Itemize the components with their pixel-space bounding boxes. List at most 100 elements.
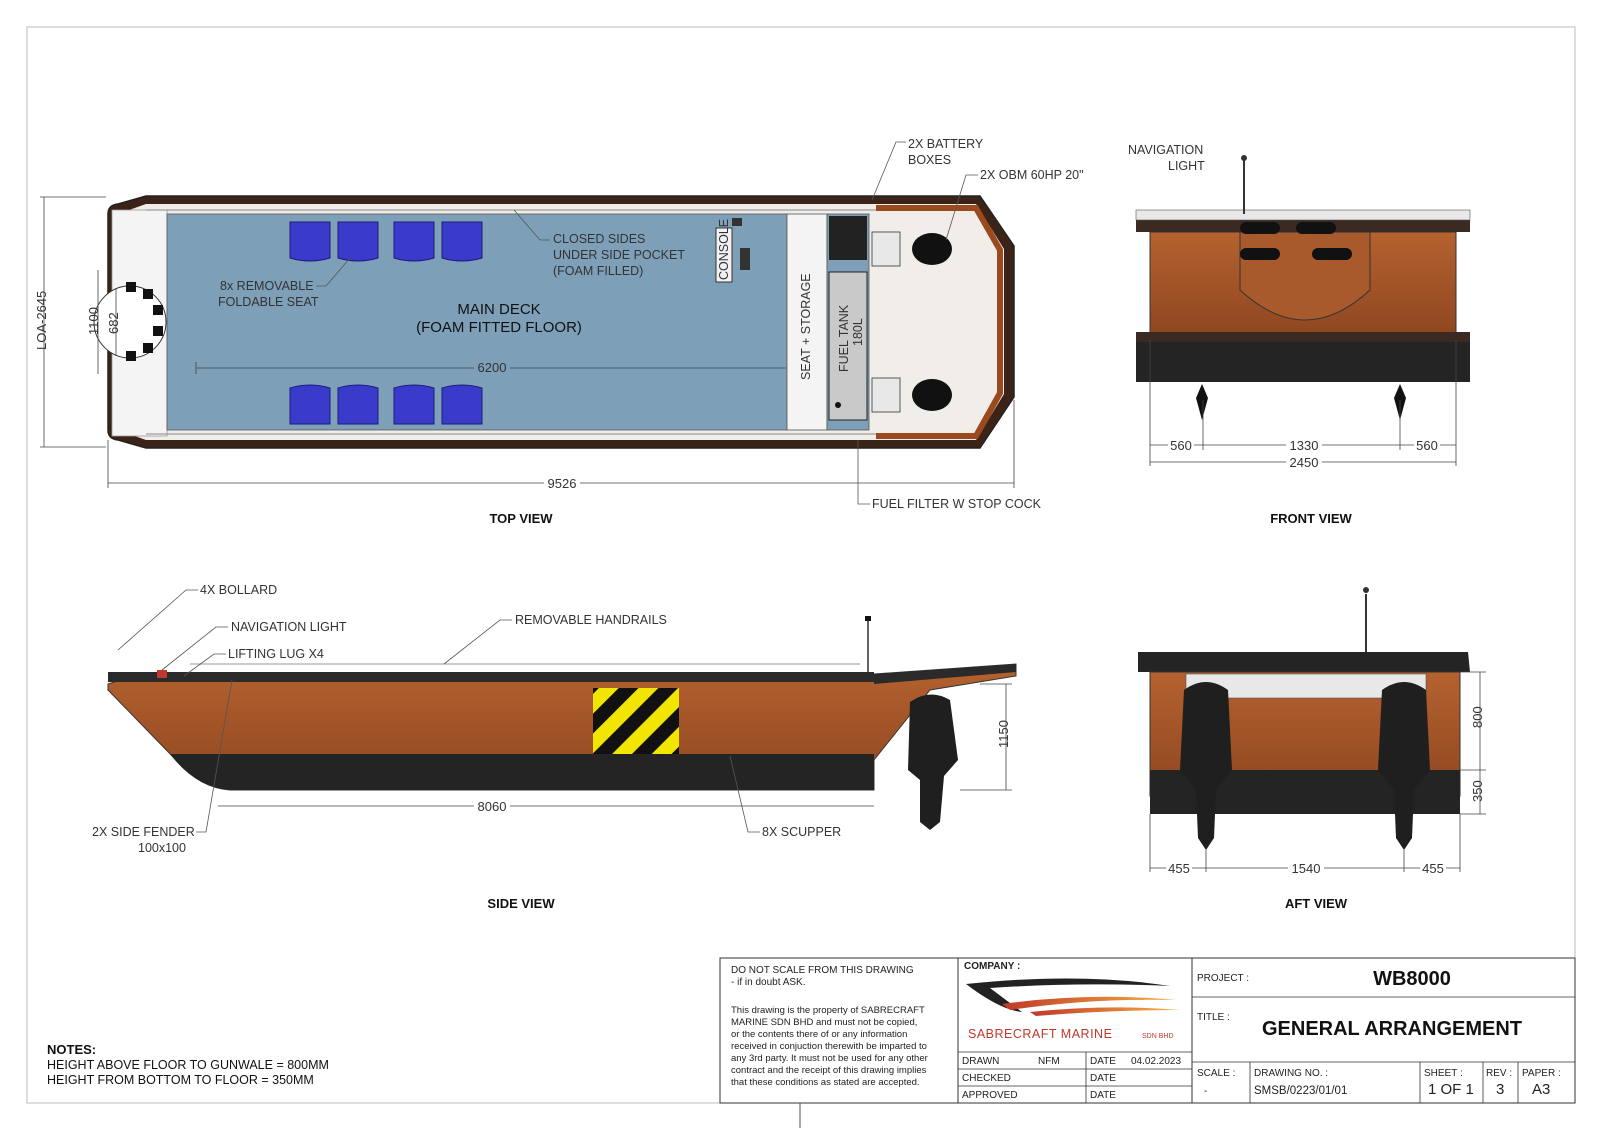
top-view: CONSOLE 2X BATTERY BOXES 2X OBM 60HP 20"… — [34, 137, 1084, 526]
svg-text:or the contents there of or an: or the contents there of or any informat… — [731, 1029, 907, 1040]
svg-text:COMPANY :: COMPANY : — [964, 961, 1020, 972]
svg-text:1100: 1100 — [86, 307, 101, 335]
svg-text:HEIGHT ABOVE FLOOR TO GUNWALE: HEIGHT ABOVE FLOOR TO GUNWALE = 800MM — [47, 1058, 329, 1072]
svg-text:This drawing is the property o: This drawing is the property of SABRECRA… — [731, 1005, 925, 1016]
svg-text:PROJECT :: PROJECT : — [1197, 973, 1249, 984]
svg-text:DO NOT SCALE FROM THIS DRAWING: DO NOT SCALE FROM THIS DRAWING — [731, 965, 914, 976]
svg-text:DATE: DATE — [1090, 1090, 1116, 1101]
svg-text:LOA-2645: LOA-2645 — [34, 291, 49, 350]
svg-text:560: 560 — [1416, 438, 1438, 453]
svg-text:8X SCUPPER: 8X SCUPPER — [762, 825, 841, 839]
svg-text:100x100: 100x100 — [138, 841, 186, 855]
svg-text:NFM: NFM — [1038, 1056, 1060, 1067]
aft-view: 800 350 455 1540 455 AFT VIEW — [1138, 587, 1486, 911]
battery-boxes — [829, 216, 867, 260]
svg-text:CHECKED: CHECKED — [962, 1073, 1011, 1084]
svg-text:NOTES:: NOTES: — [47, 1042, 96, 1057]
svg-text:455: 455 — [1168, 861, 1190, 876]
front-lower-hull — [1136, 338, 1470, 382]
top-transom-frame — [876, 205, 1003, 439]
aft-outboard-engines — [1180, 682, 1430, 850]
console — [715, 227, 733, 283]
svg-text:350: 350 — [1470, 780, 1485, 802]
svg-text:contract and the receipt of th: contract and the receipt of this drawing… — [731, 1065, 927, 1076]
svg-text:CONSOLE: CONSOLE — [717, 219, 731, 280]
company-logo — [966, 978, 1180, 1016]
svg-text:8x REMOVABLE: 8x REMOVABLE — [220, 279, 314, 293]
svg-text:GENERAL ARRANGEMENT: GENERAL ARRANGEMENT — [1262, 1018, 1522, 1040]
svg-text:(FOAM FILLED): (FOAM FILLED) — [553, 264, 643, 278]
svg-text:2X OBM 60HP 20": 2X OBM 60HP 20" — [980, 168, 1084, 182]
svg-text:TOP VIEW: TOP VIEW — [489, 511, 553, 526]
svg-text:HEIGHT FROM BOTTOM TO FLOOR =: HEIGHT FROM BOTTOM TO FLOOR = 350MM — [47, 1073, 314, 1087]
svg-text:455: 455 — [1422, 861, 1444, 876]
svg-text:any 3rd party. It must not be: any 3rd party. It must not be used for a… — [731, 1053, 928, 1064]
svg-text:DATE: DATE — [1090, 1056, 1116, 1067]
sheet-border — [26, 26, 1576, 1104]
svg-text:that these conditions as state: that these conditions as stated are acce… — [731, 1077, 920, 1088]
svg-text:560: 560 — [1170, 438, 1192, 453]
svg-text:4X BOLLARD: 4X BOLLARD — [200, 583, 277, 597]
svg-text:received in conjuction therewi: received in conjuction therewith be impa… — [731, 1041, 927, 1052]
seats-bottom-row — [289, 384, 483, 425]
svg-text:TITLE :: TITLE : — [1197, 1012, 1230, 1023]
svg-text:-: - — [1204, 1086, 1207, 1097]
svg-text:1330: 1330 — [1290, 438, 1319, 453]
notes: NOTES: HEIGHT ABOVE FLOOR TO GUNWALE = 8… — [47, 1042, 329, 1087]
svg-text:A3: A3 — [1532, 1081, 1550, 1098]
svg-text:UNDER SIDE POCKET: UNDER SIDE POCKET — [553, 248, 685, 262]
svg-text:NAVIGATION: NAVIGATION — [1128, 143, 1203, 157]
bow-ramp-hinge — [93, 282, 167, 361]
hazard-stripes — [593, 688, 679, 754]
side-lower-hull — [170, 754, 874, 790]
seat-storage-box — [786, 213, 828, 431]
svg-text:FUEL TANK: FUEL TANK — [837, 304, 851, 372]
side-view: 4X BOLLARD NAVIGATION LIGHT LIFTING LUG … — [92, 583, 1017, 911]
svg-text:MAIN DECK: MAIN DECK — [457, 301, 540, 318]
svg-text:800: 800 — [1470, 706, 1485, 728]
svg-text:APPROVED: APPROVED — [962, 1090, 1018, 1101]
svg-text:6200: 6200 — [478, 360, 507, 375]
svg-text:1540: 1540 — [1292, 861, 1321, 876]
svg-text:1150: 1150 — [996, 720, 1011, 748]
svg-text:FUEL FILTER W STOP COCK: FUEL FILTER W STOP COCK — [872, 497, 1042, 511]
svg-text:(FOAM FITTED FLOOR): (FOAM FITTED FLOOR) — [416, 319, 582, 336]
svg-text:SMSB/0223/01/01: SMSB/0223/01/01 — [1254, 1085, 1347, 1097]
svg-text:WB8000: WB8000 — [1373, 968, 1451, 990]
svg-text:FOLDABLE SEAT: FOLDABLE SEAT — [218, 295, 319, 309]
svg-text:1 OF 1: 1 OF 1 — [1428, 1081, 1474, 1098]
svg-text:SEAT + STORAGE: SEAT + STORAGE — [799, 273, 813, 380]
svg-text:SIDE VIEW: SIDE VIEW — [487, 896, 555, 911]
svg-text:2450: 2450 — [1290, 455, 1319, 470]
svg-text:9526: 9526 — [548, 476, 577, 491]
svg-text:REMOVABLE HANDRAILS: REMOVABLE HANDRAILS — [515, 613, 667, 627]
svg-text:DRAWN: DRAWN — [962, 1056, 999, 1067]
title-block: DO NOT SCALE FROM THIS DRAWING - if in d… — [719, 957, 1576, 1104]
svg-text:FRONT VIEW: FRONT VIEW — [1270, 511, 1352, 526]
svg-text:REV :: REV : — [1486, 1068, 1512, 1079]
svg-text:8060: 8060 — [478, 799, 507, 814]
svg-text:682: 682 — [106, 312, 121, 334]
svg-text:2X SIDE FENDER: 2X SIDE FENDER — [92, 825, 195, 839]
svg-text:CLOSED SIDES: CLOSED SIDES — [553, 232, 645, 246]
svg-text:3: 3 — [1496, 1081, 1504, 1098]
seats-top-row — [289, 221, 483, 262]
svg-text:BOXES: BOXES — [908, 153, 951, 167]
svg-text:LIFTING LUG X4: LIFTING LUG X4 — [228, 647, 324, 661]
svg-text:SCALE :: SCALE : — [1197, 1068, 1235, 1079]
outboard-engines-top — [871, 231, 952, 413]
svg-text:DATE: DATE — [1090, 1073, 1116, 1084]
front-view: NAVIGATION LIGHT 560 1330 560 2450 FRONT… — [1128, 143, 1471, 526]
svg-text:MARINE SDN BHD and must not be: MARINE SDN BHD and must not be copied, — [731, 1017, 917, 1028]
svg-text:LIGHT: LIGHT — [1168, 159, 1205, 173]
svg-text:NAVIGATION LIGHT: NAVIGATION LIGHT — [231, 620, 347, 634]
aft-gunwale — [1138, 652, 1470, 672]
fuel-tank — [828, 271, 868, 421]
svg-text:SABRECRAFT MARINE: SABRECRAFT MARINE — [968, 1027, 1112, 1041]
side-outboard-engine — [908, 694, 958, 830]
svg-text:04.02.2023: 04.02.2023 — [1131, 1056, 1181, 1067]
svg-text:SHEET :: SHEET : — [1424, 1068, 1463, 1079]
svg-text:180L: 180L — [851, 318, 865, 346]
